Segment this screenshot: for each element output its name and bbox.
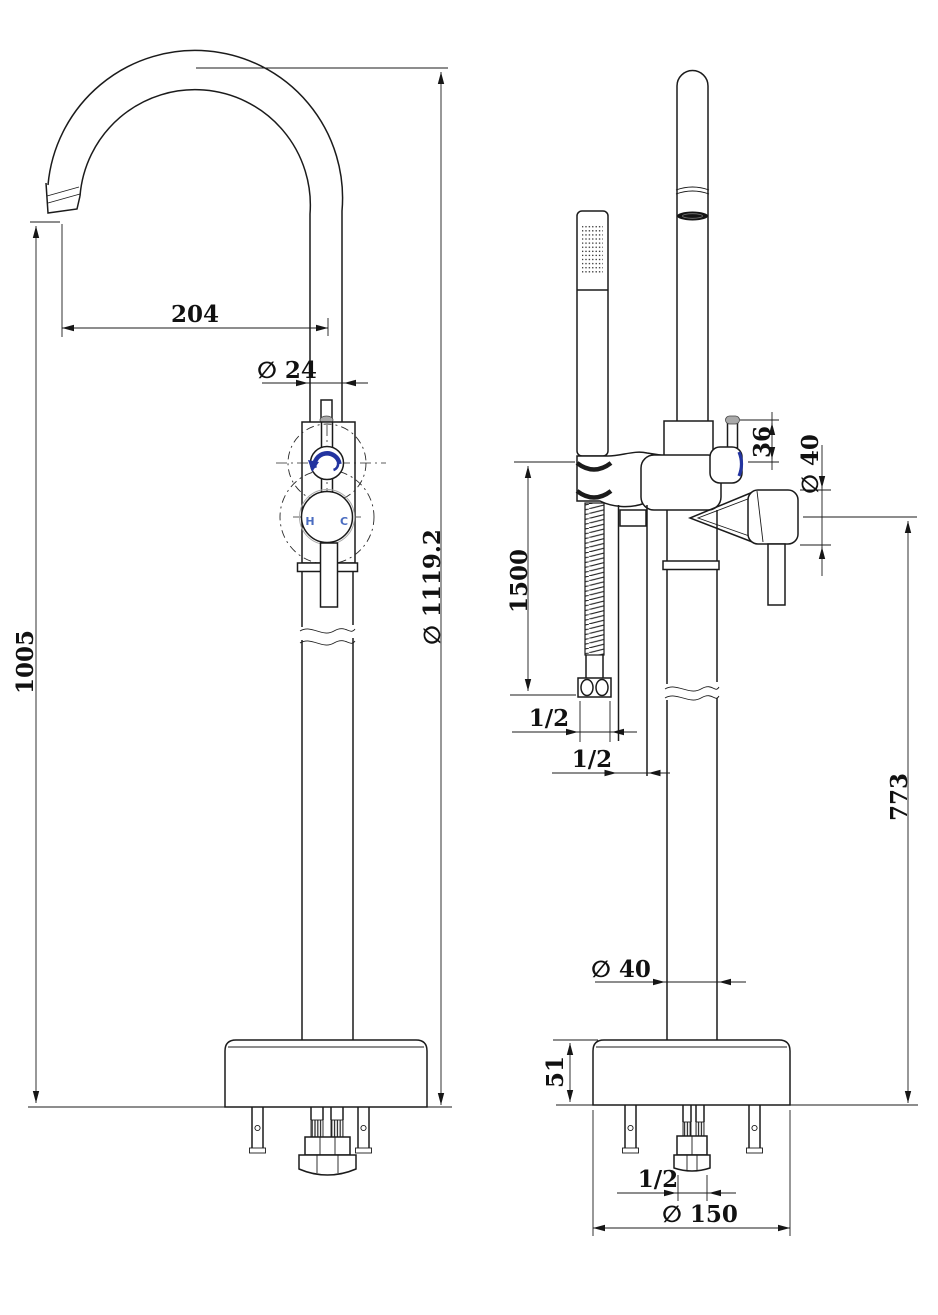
side-view: 1500 36 ∅ 40 1/2 1/2 773 ∅ 40 (506, 69, 918, 1236)
valve-body-side (640, 454, 722, 511)
column-side (676, 69, 709, 456)
mixer-handle-side (747, 489, 799, 545)
dim-spout-diameter: ∅ 24 (257, 357, 317, 384)
dim-handle-diameter: ∅ 40 (797, 434, 824, 494)
floor-base-side (592, 1039, 791, 1106)
diverter-knob (709, 446, 743, 484)
temperature-lever-side (767, 543, 786, 606)
spout-nozzle (45, 182, 81, 214)
cold-label: C (340, 515, 348, 528)
dim-base-diameter: ∅ 150 (662, 1201, 738, 1228)
dim-overall-height: ∅ 1119.2 (419, 529, 446, 645)
front-view: H C 204 (12, 49, 452, 1176)
dim-hose-connection: 1/2 (529, 705, 569, 732)
dim-riser-diameter: ∅ 40 (591, 956, 651, 983)
temperature-lever-front (319, 542, 339, 608)
diverter-hook-icon (332, 462, 340, 472)
diverter-knob-mark (737, 451, 744, 477)
inlet-nut-front (304, 1136, 351, 1156)
dim-handle-centre-height: 773 (886, 773, 913, 821)
floor-base-front (224, 1039, 428, 1108)
hot-label: H (305, 515, 314, 528)
cartridge-stub (320, 399, 333, 419)
inlet-union-front (298, 1154, 357, 1176)
inlet-union-side (673, 1154, 711, 1172)
spout-inner-curve (79, 88, 312, 422)
valve-top-side (663, 420, 714, 459)
dim-hose-length: 1500 (506, 549, 533, 613)
dim-diverter-knob-height: 36 (749, 426, 776, 458)
dim-inlet-connection: 1/2 (638, 1166, 678, 1193)
valve-flange-side (662, 560, 720, 571)
spout-aerator (677, 211, 708, 221)
diverter-arrowhead-icon (308, 460, 319, 472)
wand-spray-face (582, 225, 603, 273)
dim-outlet-connection: 1/2 (572, 746, 612, 773)
dim-base-thickness: 51 (542, 1056, 569, 1088)
standpipe-collar (619, 509, 647, 527)
shower-hose (584, 502, 605, 656)
spout-outer-curve (47, 49, 344, 422)
dim-spout-reach: 204 (171, 301, 219, 328)
dim-spout-outlet-height: 1005 (12, 630, 39, 694)
